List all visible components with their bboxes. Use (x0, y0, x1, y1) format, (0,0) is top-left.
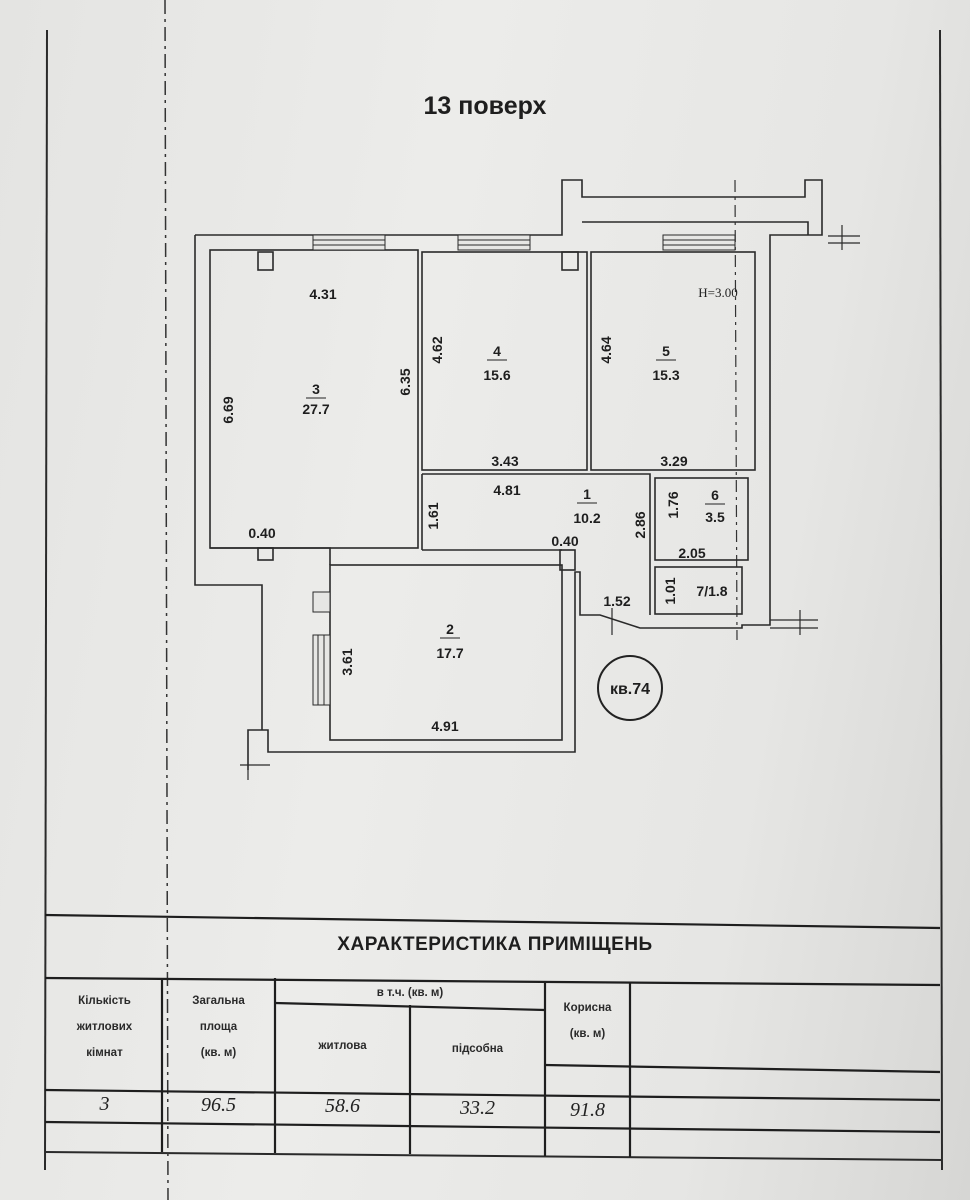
ceiling-height: H=3.00 (698, 285, 737, 300)
page-frame (44, 29, 943, 1171)
room-7-label: 7/1.8 (696, 583, 727, 599)
header-line: Загальна (192, 995, 245, 1007)
header-line: Корисна (563, 1002, 612, 1014)
room-5-number: 5 (662, 343, 670, 359)
header-rooms-count: Кількість житлових кімнат (47, 988, 162, 1066)
header-including: в т.ч. (кв. м) (376, 987, 444, 999)
axis-line (734, 179, 738, 641)
dim-r7-left: 1.01 (662, 577, 678, 604)
room-3-area: 27.7 (302, 401, 329, 417)
room-3-number: 3 (312, 381, 320, 397)
dim-r1-top: 4.81 (493, 482, 520, 498)
header-line: (кв. м) (200, 1047, 237, 1059)
header-total-area: Загальна площа (кв. м) (162, 988, 275, 1066)
dim-r2-left: 3.61 (339, 648, 355, 675)
value-auxiliary: 33.2 (460, 1097, 495, 1119)
dim-r1-right: 2.86 (632, 511, 648, 538)
room-6-number: 6 (711, 487, 719, 503)
windows (312, 234, 736, 706)
value-living: 58.6 (325, 1095, 360, 1117)
value-total-area: 96.5 (201, 1094, 236, 1116)
dim-r4-left: 4.62 (429, 336, 445, 363)
apartment-circle (597, 655, 663, 721)
room-1-number: 1 (583, 486, 591, 502)
dim-r3-top: 4.31 (309, 286, 336, 302)
dim-r2-bottom: 4.91 (431, 718, 458, 734)
header-line: Кількість (78, 995, 131, 1007)
room-2-number: 2 (446, 621, 454, 637)
room-5-area: 15.3 (652, 367, 679, 383)
room-4-area: 15.6 (483, 367, 510, 383)
dim-r1-bottom: 1.52 (603, 593, 630, 609)
walls (194, 179, 823, 770)
header-line: кімнат (86, 1047, 123, 1059)
dim-r3-bottom: 0.40 (248, 525, 275, 541)
header-living: житлова (318, 1040, 367, 1052)
dim-r1-niche: 0.40 (551, 533, 578, 549)
floor-title: 13 поверх (423, 92, 547, 120)
value-useful: 91.8 (570, 1099, 605, 1121)
dim-r1-left: 1.61 (425, 502, 441, 529)
header-line: житлових (76, 1021, 133, 1033)
header-useful: Корисна (кв. м) (545, 995, 630, 1047)
room-2-area: 17.7 (436, 645, 463, 661)
dim-r6-left: 1.76 (665, 491, 681, 518)
header-auxiliary: підсобна (451, 1043, 504, 1055)
room-6-area: 3.5 (705, 509, 725, 525)
apartment-label: кв.74 (610, 681, 650, 698)
dim-r4-bottom: 3.43 (491, 453, 518, 469)
dim-r5-left: 4.64 (598, 336, 614, 363)
dim-r3-left: 6.69 (220, 396, 236, 423)
dim-r5-bottom: 3.29 (660, 453, 687, 469)
header-line: площа (199, 1021, 238, 1033)
room-1-area: 10.2 (573, 510, 600, 526)
axis-markers (240, 225, 860, 780)
room-4-number: 4 (493, 343, 501, 359)
dim-r3-right: 6.35 (397, 368, 413, 395)
table-grid (44, 913, 941, 1157)
axis-line (164, 0, 169, 1200)
dim-r6-bottom: 2.05 (678, 545, 705, 561)
value-rooms-count: 3 (99, 1093, 110, 1115)
table-title: ХАРАКТЕРИСТИКА ПРИМІЩЕНЬ (337, 934, 653, 955)
header-line: (кв. м) (569, 1028, 606, 1040)
